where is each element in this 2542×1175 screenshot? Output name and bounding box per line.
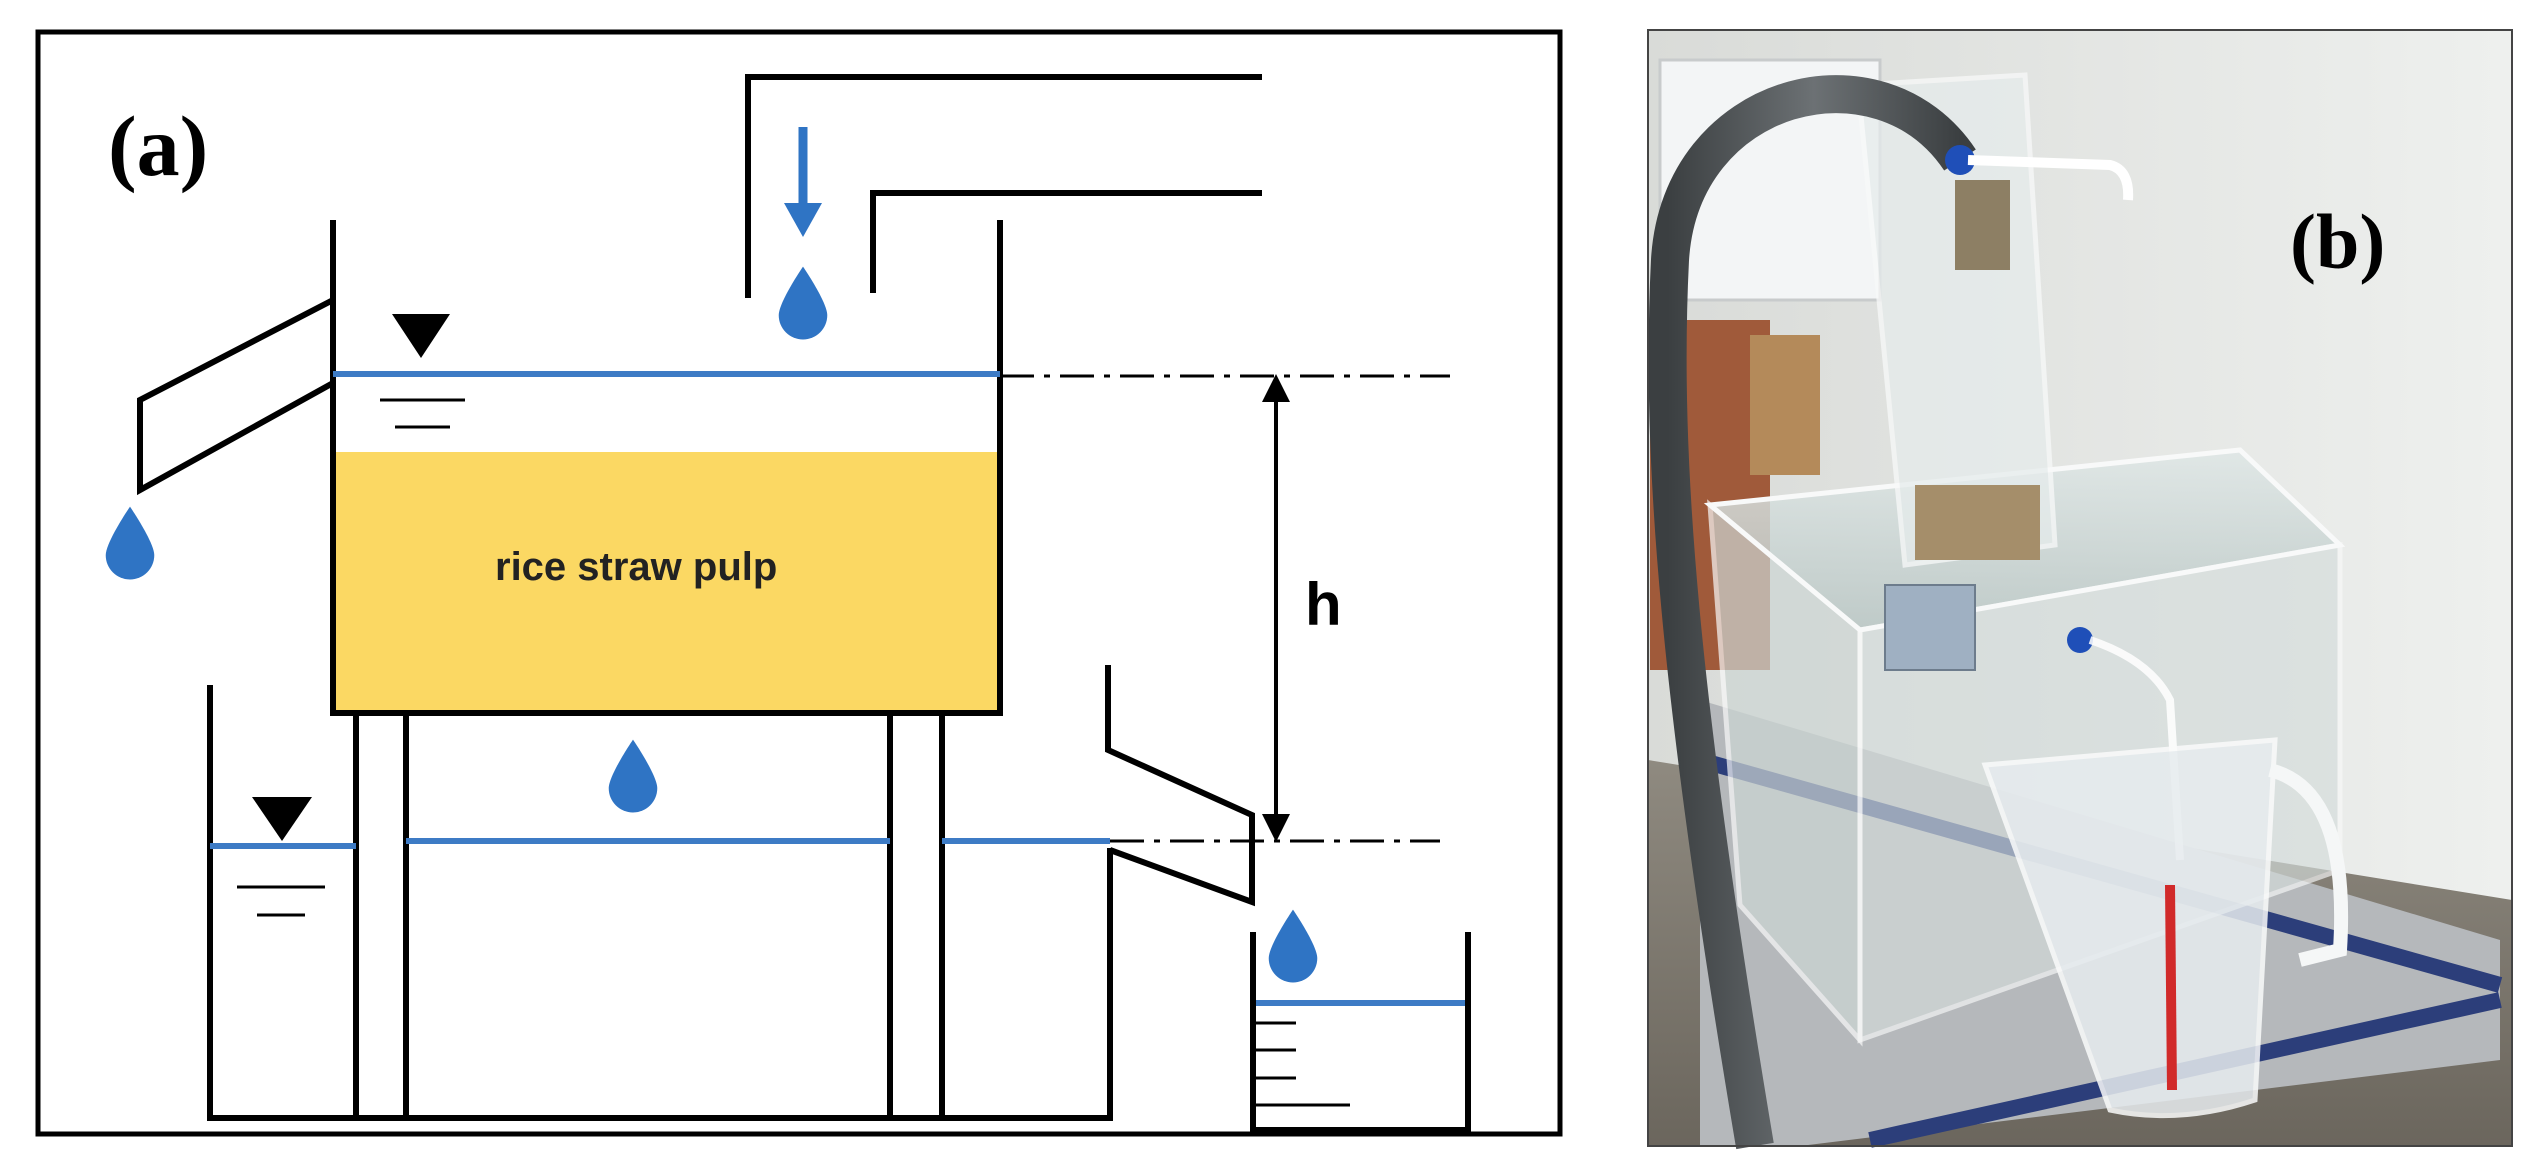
photo-pulp-sample — [1915, 485, 2040, 560]
photo-hose-fitting — [1945, 145, 1975, 175]
photo-sensor — [1955, 180, 2010, 270]
photo-inner-column — [1855, 72, 2058, 568]
photo-measuring-jug — [1981, 737, 2349, 1119]
panel-b-label: (b) — [2290, 198, 2385, 285]
pulp-label: rice straw pulp — [495, 545, 777, 589]
photo-outlet-fitting — [2067, 627, 2093, 653]
photo-tank-label-plate — [1884, 584, 1976, 671]
flow-arrow-icon — [784, 127, 822, 237]
lower-basin — [207, 685, 1113, 1121]
upper-overflow-spout — [137, 297, 335, 496]
panel-b-photo: (b) — [1647, 29, 2513, 1150]
photo-glass-outlet — [1967, 155, 2134, 201]
lower-overflow-spout — [1105, 665, 1255, 907]
water-level-triangle-icon — [237, 797, 325, 917]
tank-supports — [353, 713, 945, 1118]
height-label: h — [1305, 571, 1342, 638]
inflow-pipe — [745, 74, 1262, 298]
water-level-triangle-icon — [380, 314, 465, 429]
photo-hose — [1648, 75, 1976, 1150]
height-dimension: h — [1000, 374, 1450, 843]
panel-b-frame — [1647, 29, 2513, 1147]
collection-beaker — [1250, 932, 1471, 1133]
photo-shelf-box — [1750, 335, 1820, 475]
panel-a-label: (a) — [108, 98, 208, 194]
rice-straw-pulp-layer — [336, 452, 997, 710]
photo-water-stream — [2088, 636, 2184, 861]
panel-a-schematic: (a) rice straw pulp — [35, 29, 1563, 1137]
upper-tank: rice straw pulp — [330, 220, 1003, 716]
